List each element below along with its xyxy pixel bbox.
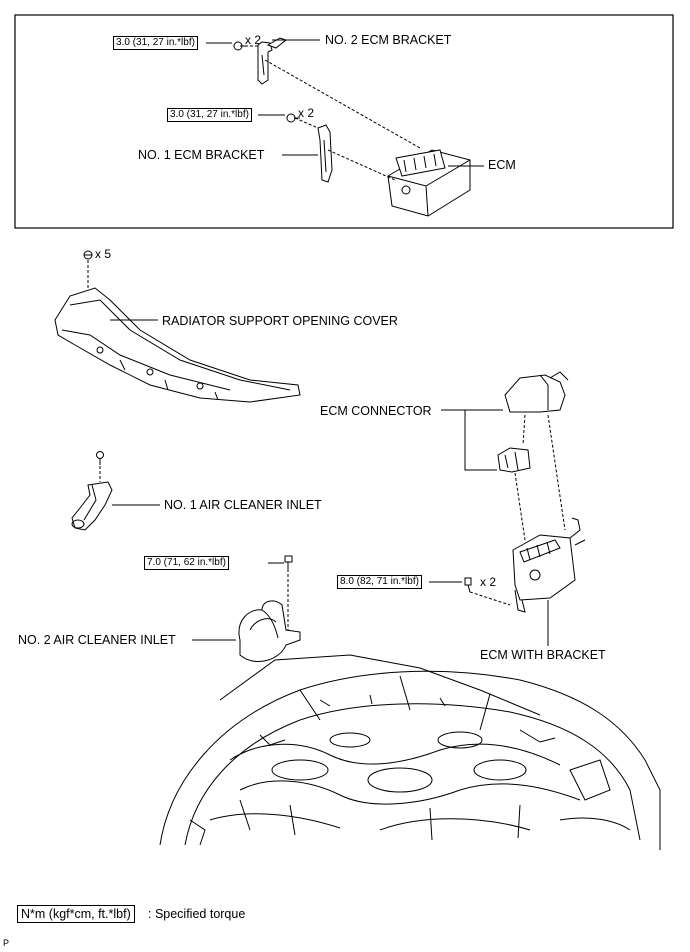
legend-text: : Specified torque — [148, 907, 246, 921]
bolt-d-icon — [464, 577, 472, 593]
bolt-b-icon — [286, 113, 300, 123]
no2-ecm-bracket-label: NO. 2 ECM BRACKET — [325, 33, 452, 47]
torque-label-a: 3.0 (31, 27 in.*lbf) — [113, 36, 198, 50]
bolt-c-icon — [284, 555, 293, 572]
ecm-label: ECM — [488, 158, 516, 172]
ecm-part — [387, 149, 471, 217]
ecm-connector-label: ECM CONNECTOR — [320, 404, 432, 418]
no2-air-cleaner-inlet-part — [238, 600, 301, 663]
inset-frame — [14, 14, 674, 229]
corner-mark: P — [3, 938, 10, 948]
quantity-label-clips: x 5 — [95, 247, 112, 261]
ecm-connector-part — [497, 371, 569, 473]
clip-b-icon — [96, 451, 104, 465]
ecm-with-bracket-label: ECM WITH BRACKET — [480, 648, 606, 662]
no1-air-cleaner-inlet-part — [71, 481, 113, 531]
engine-bay-illustration — [159, 654, 661, 850]
legend-unit-box: N*m (kgf*cm, ft.*lbf) — [17, 905, 135, 923]
no2-ecm-bracket-part — [257, 37, 288, 85]
no1-air-cleaner-inlet-label: NO. 1 AIR CLEANER INLET — [164, 498, 322, 512]
no1-ecm-bracket-part — [317, 124, 333, 183]
no2-air-cleaner-inlet-label: NO. 2 AIR CLEANER INLET — [18, 633, 176, 647]
no1-ecm-bracket-label: NO. 1 ECM BRACKET — [138, 148, 265, 162]
clip-icon — [83, 250, 93, 260]
torque-label-c: 7.0 (71, 62 in.*lbf) — [144, 556, 229, 570]
radiator-support-cover-label: RADIATOR SUPPORT OPENING COVER — [162, 314, 398, 328]
radiator-support-cover-part — [54, 287, 301, 403]
quantity-label-b: x 2 — [298, 106, 315, 120]
torque-label-d: 8.0 (82, 71 in.*lbf) — [337, 575, 422, 589]
quantity-label-d: x 2 — [480, 575, 497, 589]
quantity-label-a: x 2 — [245, 33, 262, 47]
ecm-with-bracket-part — [512, 517, 586, 613]
torque-label-b: 3.0 (31, 27 in.*lbf) — [167, 108, 252, 122]
